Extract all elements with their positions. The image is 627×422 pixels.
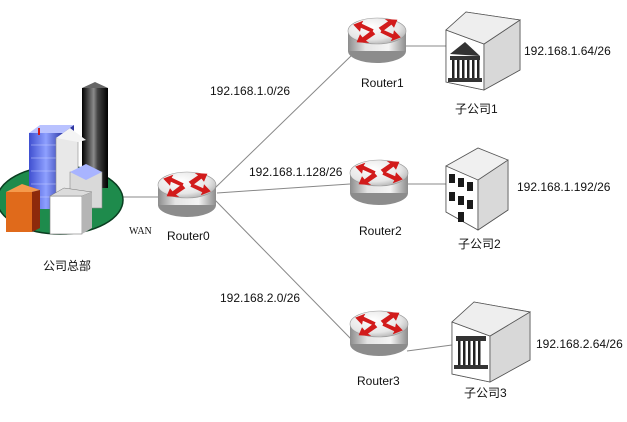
branch1-subnet-label: 192.168.1.64/26 [524,44,611,58]
router3-label: Router3 [357,374,400,388]
link-router0-router2 [216,183,351,194]
branch2-subnet-label: 192.168.1.192/26 [517,180,611,194]
branch3-building-icon [451,301,532,383]
wan-label: WAN [129,226,152,237]
branch1-building-icon [445,11,522,91]
link1-subnet-label: 192.168.1.0/26 [210,84,291,98]
router2-icon [349,159,409,205]
headquarters-building-icon [0,82,124,235]
link-router3-branch3 [406,344,453,352]
branch3-label: 子公司3 [464,386,507,400]
router0-label: Router0 [167,229,210,243]
branch3-subnet-label: 192.168.2.64/26 [536,337,623,351]
router1-label: Router1 [361,76,404,90]
link2-subnet-label: 192.168.1.128/26 [249,165,343,179]
link3-subnet-label: 192.168.2.0/26 [220,291,301,305]
router0-icon [157,171,217,217]
headquarters-label: 公司总部 [43,259,92,273]
router3-icon [349,310,409,356]
router1-icon [347,17,407,63]
connection-lines [118,45,453,352]
router2-label: Router2 [359,224,402,238]
link-router0-router1 [214,54,353,189]
branch2-label: 子公司2 [458,237,501,251]
link-router0-router3 [214,199,353,341]
branch1-label: 子公司1 [455,102,498,116]
branch2-building-icon [445,147,509,231]
